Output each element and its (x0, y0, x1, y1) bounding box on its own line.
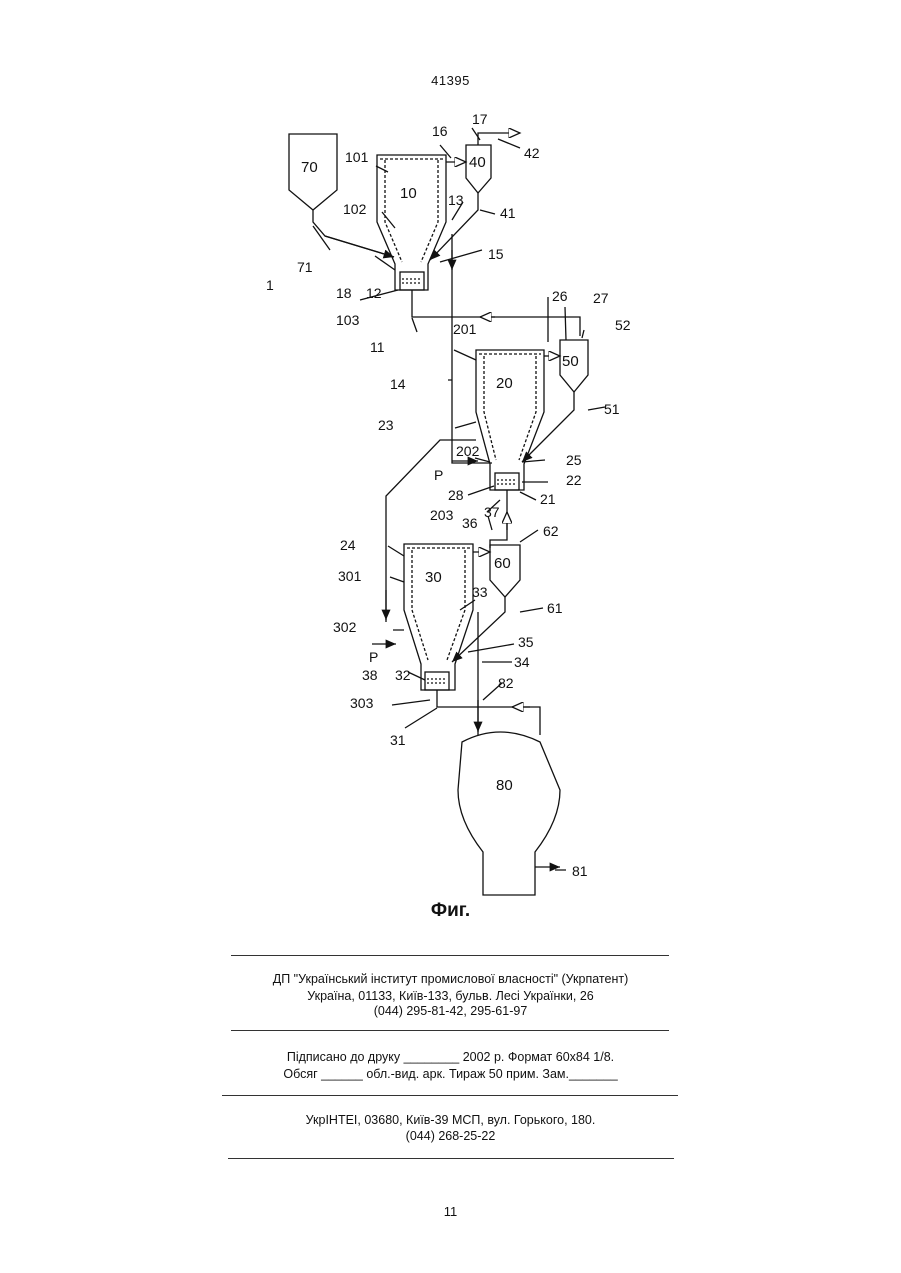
ref-23: 23 (378, 417, 394, 433)
tank-80 (458, 732, 560, 895)
page-number: 11 (0, 1203, 901, 1220)
publisher-name: ДП "Український інститут промислової вла… (0, 971, 901, 988)
ref-26: 26 (552, 288, 568, 304)
ref-32: 32 (395, 667, 411, 683)
ref-36: 36 (462, 515, 478, 531)
ref-61: 61 (547, 600, 563, 616)
ref-71: 71 (297, 259, 313, 275)
ref-15: 15 (488, 246, 504, 262)
ref-203: 203 (430, 507, 454, 523)
ref-62: 62 (543, 523, 559, 539)
ref-12: 12 (366, 285, 382, 301)
figure-caption: Фиг. (0, 902, 901, 919)
divider-1 (231, 955, 669, 956)
ref-21: 21 (540, 491, 556, 507)
label-10: 10 (400, 185, 417, 202)
print-info-line1: Підписано до друку ________ 2002 р. Форм… (0, 1049, 901, 1066)
ref-101: 101 (345, 149, 369, 165)
divider-2 (231, 1030, 669, 1031)
ref-p-1: P (434, 467, 443, 483)
ref-31: 31 (390, 732, 406, 748)
ref-51: 51 (604, 401, 620, 417)
label-70: 70 (301, 159, 318, 176)
ref-28: 28 (448, 487, 464, 503)
label-60: 60 (494, 555, 511, 572)
ref-301: 301 (338, 568, 362, 584)
ref-102: 102 (343, 201, 367, 217)
label-40: 40 (469, 154, 486, 171)
ref-37: 37 (484, 504, 500, 520)
divider-3 (222, 1095, 678, 1096)
label-50: 50 (562, 353, 579, 370)
ref-42: 42 (524, 145, 540, 161)
ref-22: 22 (566, 472, 582, 488)
ref-302: 302 (333, 619, 357, 635)
label-80: 80 (496, 777, 513, 794)
ref-25: 25 (566, 452, 582, 468)
process-diagram: 70 10 40 20 50 30 60 80 16 17 101 42 13 … (0, 0, 901, 905)
ref-38: 38 (362, 667, 378, 683)
ref-1: 1 (266, 277, 274, 293)
reactor-20 (476, 350, 544, 490)
ref-41: 41 (500, 205, 516, 221)
ref-81: 81 (572, 863, 588, 879)
ref-14: 14 (390, 376, 406, 392)
reactor-10 (377, 155, 446, 290)
label-30: 30 (425, 569, 442, 586)
ref-35: 35 (518, 634, 534, 650)
ref-201: 201 (453, 321, 477, 337)
ref-202: 202 (456, 443, 480, 459)
ref-17: 17 (472, 111, 488, 127)
ref-33: 33 (472, 584, 488, 600)
ref-18: 18 (336, 285, 352, 301)
ref-27: 27 (593, 290, 609, 306)
divider-4 (228, 1158, 674, 1159)
label-20: 20 (496, 375, 513, 392)
printer-phone: (044) 268-25-22 (0, 1128, 901, 1145)
ref-24: 24 (340, 537, 356, 553)
publisher-phone: (044) 295-81-42, 295-61-97 (0, 1003, 901, 1020)
ref-103: 103 (336, 312, 360, 328)
ref-52: 52 (615, 317, 631, 333)
ref-11: 11 (370, 339, 385, 355)
printer-address: УкрІНТЕІ, 03680, Київ-39 МСП, вул. Горьк… (0, 1112, 901, 1129)
ref-82: 82 (498, 675, 514, 691)
ref-13: 13 (448, 192, 464, 208)
ref-p-2: P (369, 649, 378, 665)
print-info-line2: Обсяг ______ обл.-вид. арк. Тираж 50 при… (0, 1066, 901, 1083)
ref-34: 34 (514, 654, 530, 670)
ref-16: 16 (432, 123, 448, 139)
ref-303: 303 (350, 695, 374, 711)
